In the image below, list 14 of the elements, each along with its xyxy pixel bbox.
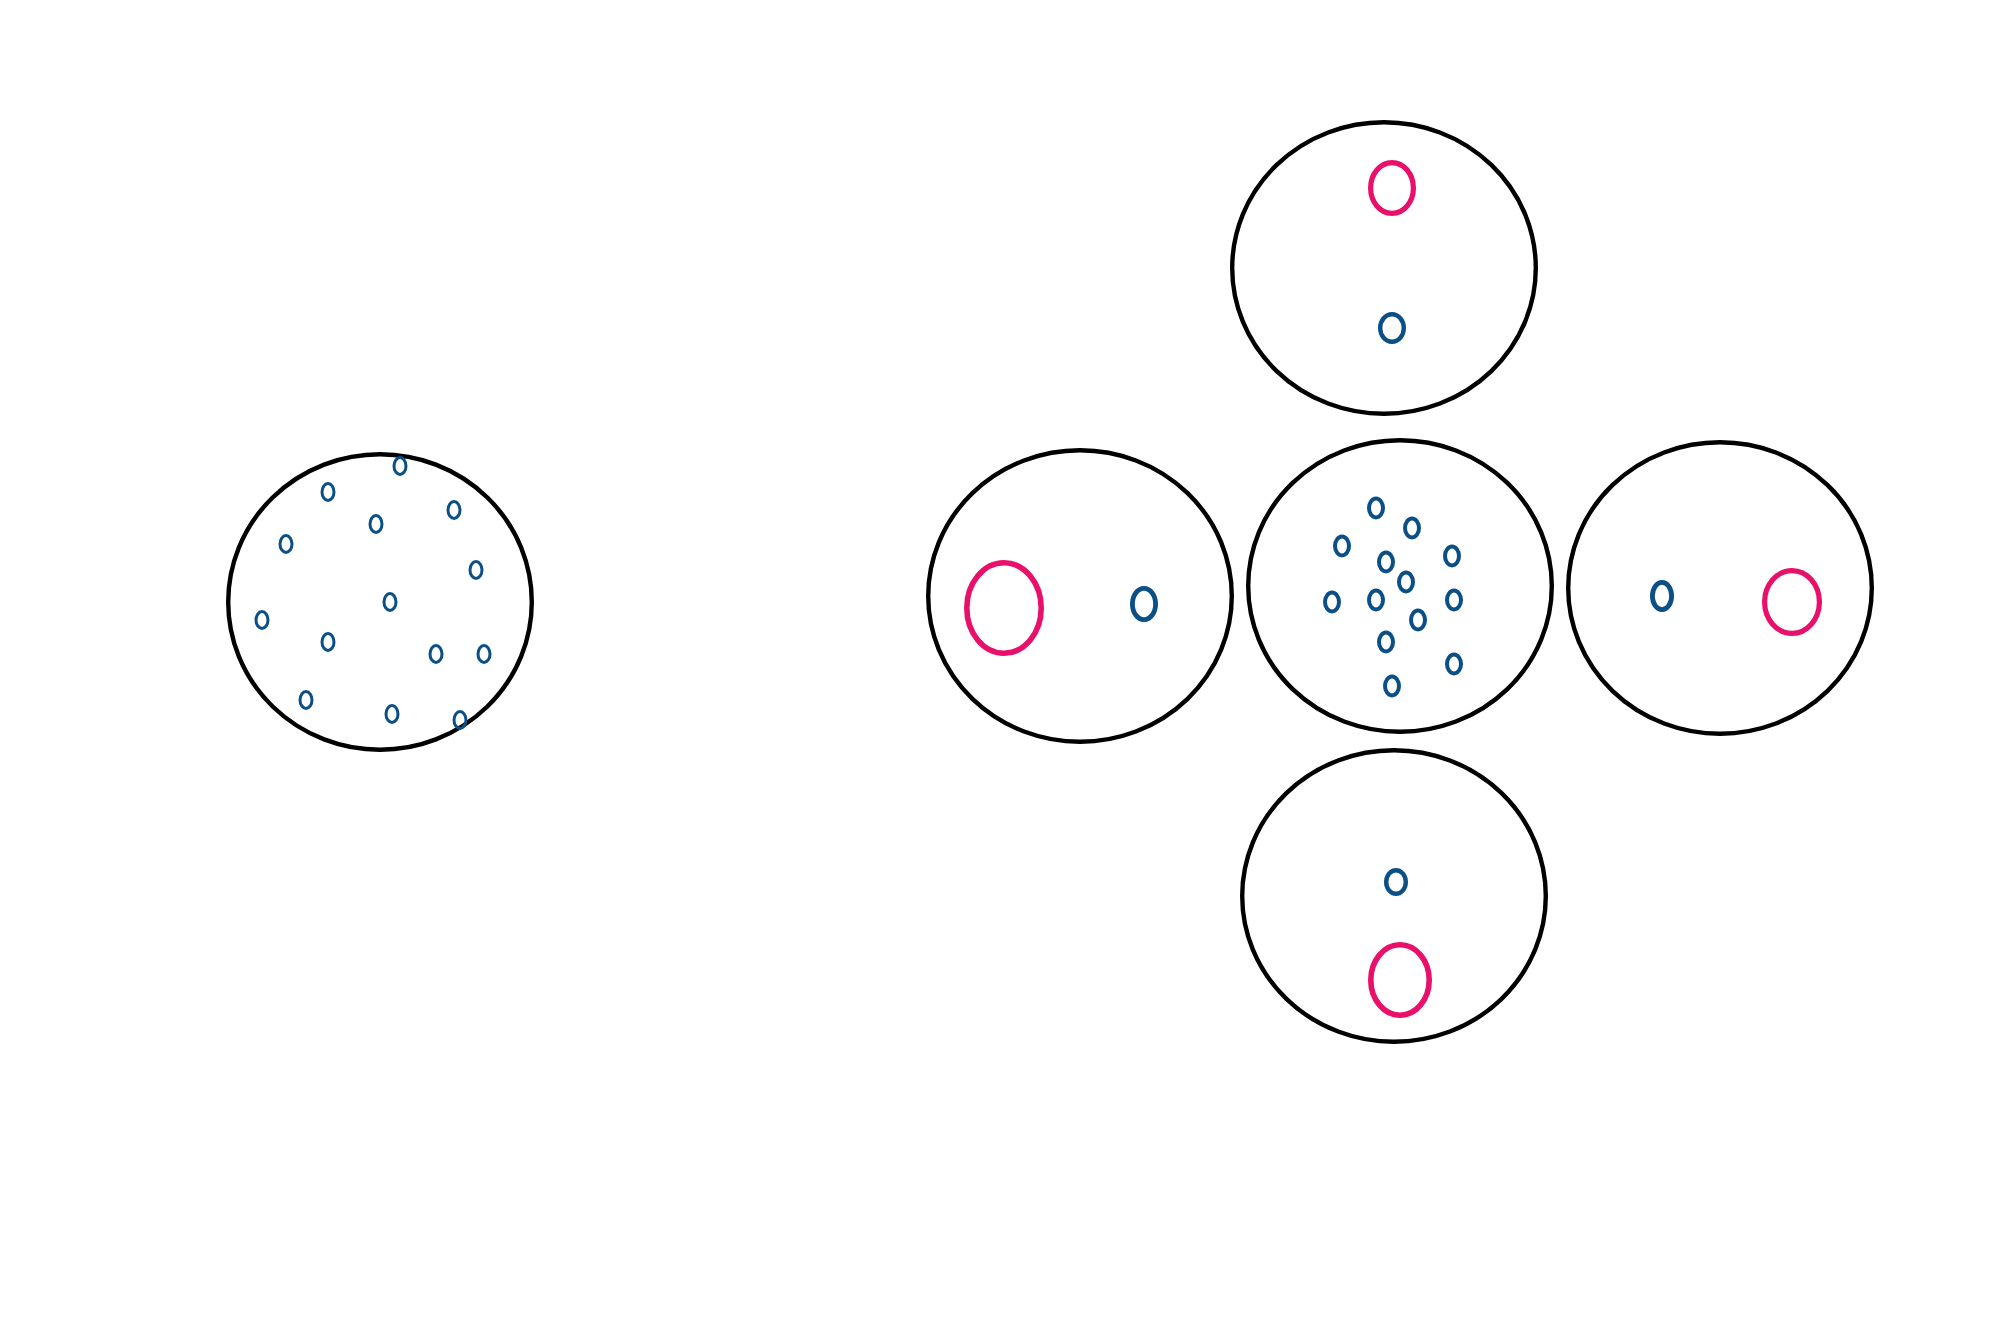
small-circle (1378, 312, 1406, 344)
small-circle (1130, 586, 1158, 622)
small-circle (1650, 580, 1674, 612)
large-circle (226, 452, 534, 752)
small-circle (964, 560, 1044, 656)
large-circle (1246, 438, 1554, 734)
small-circle (1368, 160, 1416, 216)
small-circle (1384, 868, 1408, 896)
large-circle (926, 448, 1234, 744)
small-circle (1368, 942, 1432, 1018)
large-circle (1566, 440, 1874, 736)
large-circle (1240, 748, 1548, 1044)
small-circle (1762, 568, 1822, 636)
large-circle (1230, 120, 1538, 416)
